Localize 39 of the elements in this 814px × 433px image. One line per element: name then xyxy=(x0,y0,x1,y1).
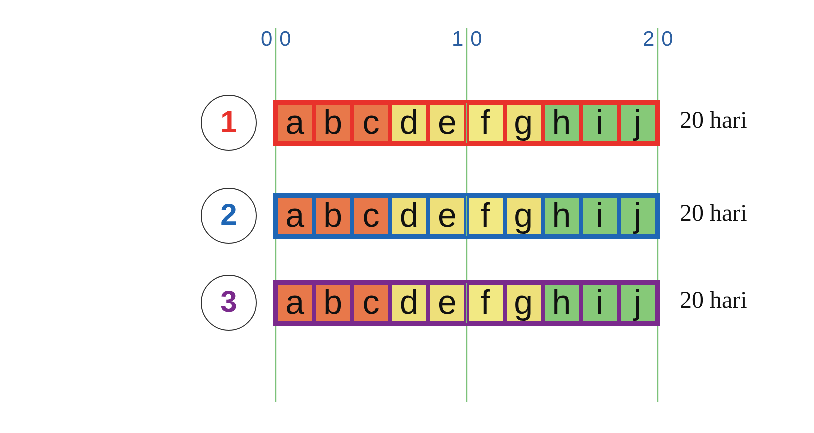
task-cell: f xyxy=(466,196,505,236)
task-cell: g xyxy=(504,283,543,323)
task-cell: h xyxy=(542,283,581,323)
task-cell: d xyxy=(390,196,428,236)
task-cell: g xyxy=(504,196,543,236)
task-cell: f xyxy=(466,103,505,143)
task-cell: i xyxy=(580,196,619,236)
task-cell: a xyxy=(276,196,314,236)
task-cell: b xyxy=(314,103,352,143)
task-cell: i xyxy=(580,283,619,323)
task-cell: c xyxy=(352,103,390,143)
task-cell: j xyxy=(618,196,657,236)
task-cell: d xyxy=(390,103,428,143)
number-circle: 1 xyxy=(201,95,257,151)
duration-label: 20 hari xyxy=(680,288,748,315)
task-cell: g xyxy=(504,103,543,143)
task-cell: c xyxy=(352,196,390,236)
task-cell: i xyxy=(580,103,619,143)
task-cell: f xyxy=(466,283,505,323)
task-cell: c xyxy=(352,283,390,323)
task-cell: j xyxy=(618,283,657,323)
task-bar xyxy=(273,100,660,146)
task-cell: h xyxy=(542,103,581,143)
task-cell: h xyxy=(542,196,581,236)
task-bar xyxy=(273,280,660,326)
task-cell: j xyxy=(618,103,657,143)
number-circle: 2 xyxy=(201,188,257,244)
task-cell: a xyxy=(276,103,314,143)
duration-label: 20 hari xyxy=(680,108,748,135)
number-circle: 3 xyxy=(201,275,257,331)
task-cell: e xyxy=(428,196,466,236)
task-cell: e xyxy=(428,103,466,143)
duration-label: 20 hari xyxy=(680,201,748,228)
task-cell: a xyxy=(276,283,314,323)
task-bar xyxy=(273,193,660,239)
task-cell: e xyxy=(428,283,466,323)
task-cell: b xyxy=(314,196,352,236)
task-cell: d xyxy=(390,283,428,323)
task-cell: b xyxy=(314,283,352,323)
